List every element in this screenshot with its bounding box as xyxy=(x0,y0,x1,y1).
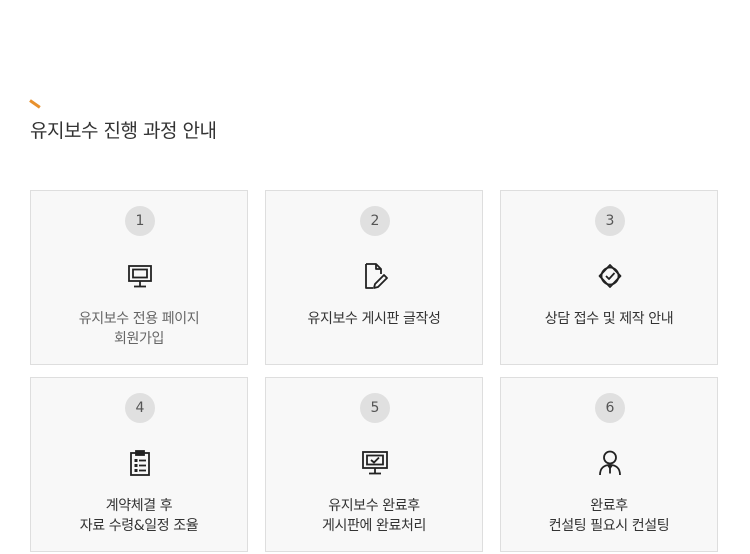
check-badge-icon xyxy=(595,261,625,291)
consultant-person-icon xyxy=(595,448,625,478)
title-accent-mark xyxy=(29,99,41,109)
step-card-4: 4 계약체결 후 자료 수령&일정 조율 xyxy=(30,377,248,552)
monitor-icon xyxy=(125,261,155,291)
step-number-badge: 6 xyxy=(595,393,625,423)
step-label: 유지보수 게시판 글작성 xyxy=(307,311,441,327)
step-label: 유지보수 전용 페이지 회원가입 xyxy=(78,311,200,347)
section-title: 유지보수 진행 과정 안내 xyxy=(30,120,217,142)
step-number-badge: 2 xyxy=(360,206,390,236)
step-number-badge: 1 xyxy=(125,206,155,236)
clipboard-list-icon xyxy=(125,448,155,478)
step-number-badge: 5 xyxy=(360,393,390,423)
step-number-badge: 4 xyxy=(125,393,155,423)
document-pen-icon xyxy=(360,261,390,291)
step-card-3: 3 상담 접수 및 제작 안내 xyxy=(500,190,718,365)
step-card-1: 1 유지보수 전용 페이지 회원가입 xyxy=(30,190,248,365)
step-label: 완료후 컨설팅 필요시 컨설팅 xyxy=(548,498,670,534)
step-label: 유지보수 완료후 게시판에 완료처리 xyxy=(322,498,426,534)
step-number-badge: 3 xyxy=(595,206,625,236)
step-label: 계약체결 후 자료 수령&일정 조율 xyxy=(79,498,199,534)
step-card-2: 2 유지보수 게시판 글작성 xyxy=(265,190,483,365)
step-label: 상담 접수 및 제작 안내 xyxy=(544,311,674,327)
step-card-5: 5 유지보수 완료후 게시판에 완료처리 xyxy=(265,377,483,552)
monitor-check-icon xyxy=(360,448,390,478)
step-card-6: 6 완료후 컨설팅 필요시 컨설팅 xyxy=(500,377,718,552)
